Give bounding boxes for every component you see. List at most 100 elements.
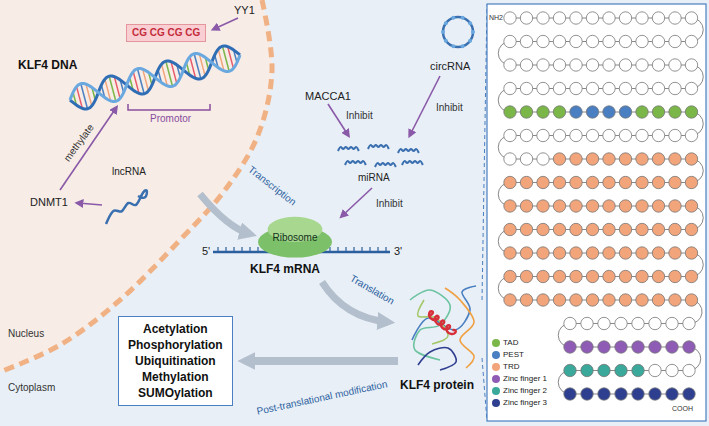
amino-acid-bead	[685, 200, 697, 212]
mrna-base	[233, 247, 234, 252]
amino-acid-bead	[669, 223, 681, 235]
mrna-base	[249, 247, 250, 252]
amino-acid-bead	[586, 59, 598, 71]
amino-acid-bead	[666, 317, 678, 329]
amino-acid-bead	[619, 35, 631, 47]
amino-acid-bead	[615, 317, 627, 329]
terminus-label: NH2	[489, 14, 503, 22]
amino-acid-bead	[685, 35, 697, 47]
amino-acid-bead	[619, 82, 631, 94]
amino-acid-bead	[537, 200, 549, 212]
amino-acid-bead	[537, 294, 549, 306]
amino-acid-bead	[683, 388, 695, 400]
node-text: SUMOylation	[128, 385, 223, 401]
amino-acid-bead	[632, 388, 644, 400]
amino-acid-bead	[603, 200, 615, 212]
gene-label: KLF4 DNA	[18, 58, 77, 72]
amino-acid-bead	[669, 106, 681, 118]
bead-chain	[498, 18, 703, 394]
node-text: Methylation	[128, 369, 223, 385]
amino-acid-bead	[553, 270, 565, 282]
amino-acid-bead	[537, 35, 549, 47]
amino-acid-bead	[553, 153, 565, 165]
legend-swatch	[492, 399, 500, 407]
amino-acid-bead	[586, 106, 598, 118]
amino-acid-bead	[553, 200, 565, 212]
amino-acid-bead	[636, 153, 648, 165]
circrna-bead	[441, 30, 445, 34]
modification-box: AcetylationPhosphorylationUbiquitination…	[118, 316, 233, 406]
mirna-icon	[375, 163, 396, 167]
amino-acid-bead	[570, 35, 582, 47]
mrna-base	[353, 247, 354, 252]
amino-acid-bead	[598, 364, 610, 376]
amino-acid-bead	[683, 341, 695, 353]
mrna-base	[257, 247, 258, 252]
zoom-line	[482, 5, 487, 300]
amino-acid-bead	[649, 364, 661, 376]
amino-acid-bead	[586, 294, 598, 306]
amino-acid-bead	[636, 12, 648, 24]
inhibit-arrow	[410, 76, 440, 135]
amino-acid-bead	[537, 223, 549, 235]
amino-acid-bead	[581, 388, 593, 400]
legend-entry: TRD	[492, 362, 519, 372]
amino-acid-bead	[553, 129, 565, 141]
legend-entry: Zinc finger 2	[492, 386, 547, 396]
amino-acid-bead	[537, 59, 549, 71]
amino-acid-bead	[685, 82, 697, 94]
amino-acid-bead	[603, 35, 615, 47]
rna-label: circRNA	[430, 60, 470, 73]
mirna-icon	[402, 161, 423, 165]
amino-acid-bead	[652, 82, 664, 94]
protein-chain	[418, 348, 456, 370]
node-text: Acetylation	[128, 321, 223, 337]
amino-acid-bead	[603, 270, 615, 282]
promoter-cpg-box: CG CG CG CG	[126, 24, 206, 42]
alpha-helix	[428, 311, 456, 334]
mrna-base	[345, 247, 346, 252]
legend-swatch	[492, 363, 500, 371]
amino-acid-bead	[685, 106, 697, 118]
mirna-icon	[345, 161, 366, 165]
amino-acid-bead	[669, 200, 681, 212]
inhibit-arrow	[328, 104, 348, 135]
amino-acid-bead	[685, 176, 697, 188]
amino-acid-bead	[619, 247, 631, 259]
process-label: Translation	[348, 273, 397, 308]
amino-acid-bead	[619, 294, 631, 306]
amino-acid-bead	[685, 59, 697, 71]
amino-acid-bead	[598, 317, 610, 329]
amino-acid-bead	[520, 294, 532, 306]
legend-entry: PEST	[492, 350, 524, 360]
amino-acid-bead	[652, 176, 664, 188]
amino-acid-bead	[598, 341, 610, 353]
circrna-bead	[468, 39, 472, 43]
amino-acid-bead	[586, 129, 598, 141]
amino-acid-bead	[586, 153, 598, 165]
amino-acid-bead	[669, 59, 681, 71]
amino-acid-bead	[636, 59, 648, 71]
process-label: Transcription	[246, 164, 299, 209]
rna-label: MACCA1	[305, 90, 351, 103]
amino-acid-bead	[615, 364, 627, 376]
compartment-label: Cytoplasm	[8, 382, 55, 394]
mirna-icon	[398, 149, 419, 153]
amino-acid-bead	[619, 59, 631, 71]
amino-acid-bead	[504, 270, 516, 282]
mrna-base	[225, 247, 226, 252]
mirna-icon	[338, 147, 359, 151]
domain-panel	[487, 4, 706, 421]
mrna-base	[385, 247, 386, 252]
protein-structure	[410, 286, 476, 370]
legend-swatch	[492, 375, 500, 383]
amino-acid-bead	[669, 270, 681, 282]
amino-acid-bead	[632, 317, 644, 329]
amino-acid-bead	[652, 200, 664, 212]
amino-acid-bead	[685, 223, 697, 235]
amino-acid-bead	[537, 129, 549, 141]
inhibit-arrow	[342, 188, 372, 216]
amino-acid-bead	[685, 270, 697, 282]
amino-acid-bead	[636, 247, 648, 259]
